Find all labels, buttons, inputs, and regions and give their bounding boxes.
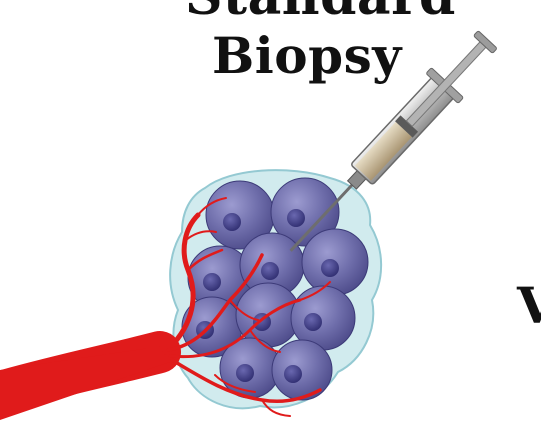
cell	[272, 340, 332, 400]
syringe-icon	[275, 24, 504, 265]
cell	[302, 229, 368, 295]
